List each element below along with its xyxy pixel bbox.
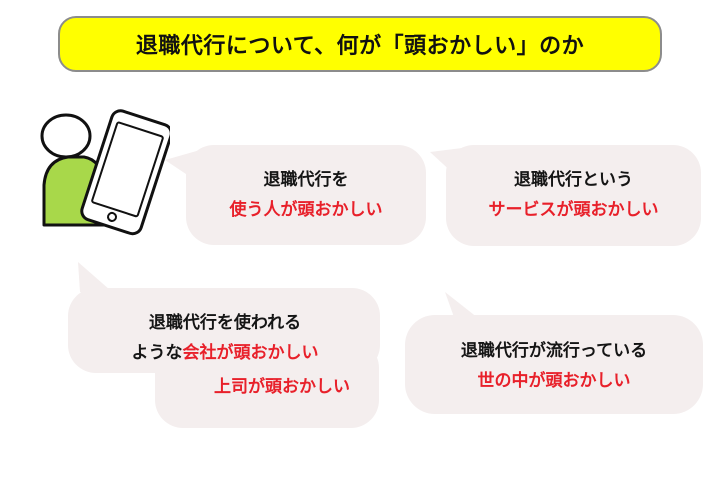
speech-bubble-2: 退職代行という サービスが頭おかしい: [446, 165, 701, 225]
bubble-2-line-2: サービスが頭おかしい: [488, 200, 659, 220]
bubble-3-line-1: 退職代行を使われる: [148, 313, 302, 333]
bubble-3-line-2-emphasis: 会社が頭おかしい: [182, 343, 319, 363]
speech-bubble-1: 退職代行を 使う人が頭おかしい: [186, 165, 426, 225]
bubble-2-line-1: 退職代行という: [514, 170, 633, 190]
bubble-4-line-2: 世の中が頭おかしい: [477, 371, 631, 391]
speech-bubble-3-tail: [78, 262, 110, 295]
bubble-1-line-2: 使う人が頭おかしい: [229, 200, 383, 220]
bubble-3-line-2-prefix: ような: [131, 343, 183, 363]
speech-bubble-3: 退職代行を使われる ような会社が頭おかしい 上司が頭おかしい: [100, 308, 351, 402]
speech-bubble-4: 退職代行が流行っている 世の中が頭おかしい: [405, 336, 703, 396]
bubble-3-line-2: ような会社が頭おかしい: [100, 338, 350, 368]
bubble-4-line-1: 退職代行が流行っている: [460, 341, 648, 361]
speech-bubble-2-body: [446, 145, 701, 246]
smartphone-icon: [80, 109, 170, 236]
bubble-3-line-3: 上司が頭おかしい: [214, 377, 350, 397]
speech-bubble-1-body: [186, 145, 426, 245]
title-banner: 退職代行について、何が「頭おかしい」のか: [58, 16, 662, 72]
speech-bubble-4-tail: [445, 292, 478, 320]
speech-bubble-4-body: [405, 315, 703, 414]
person-with-smartphone-illustration: [40, 109, 170, 236]
bubble-1-line-1: 退職代行を: [263, 170, 349, 190]
speech-bubble-3-body-bottom: [155, 340, 379, 428]
page-title: 退職代行について、何が「頭おかしい」のか: [135, 34, 585, 59]
